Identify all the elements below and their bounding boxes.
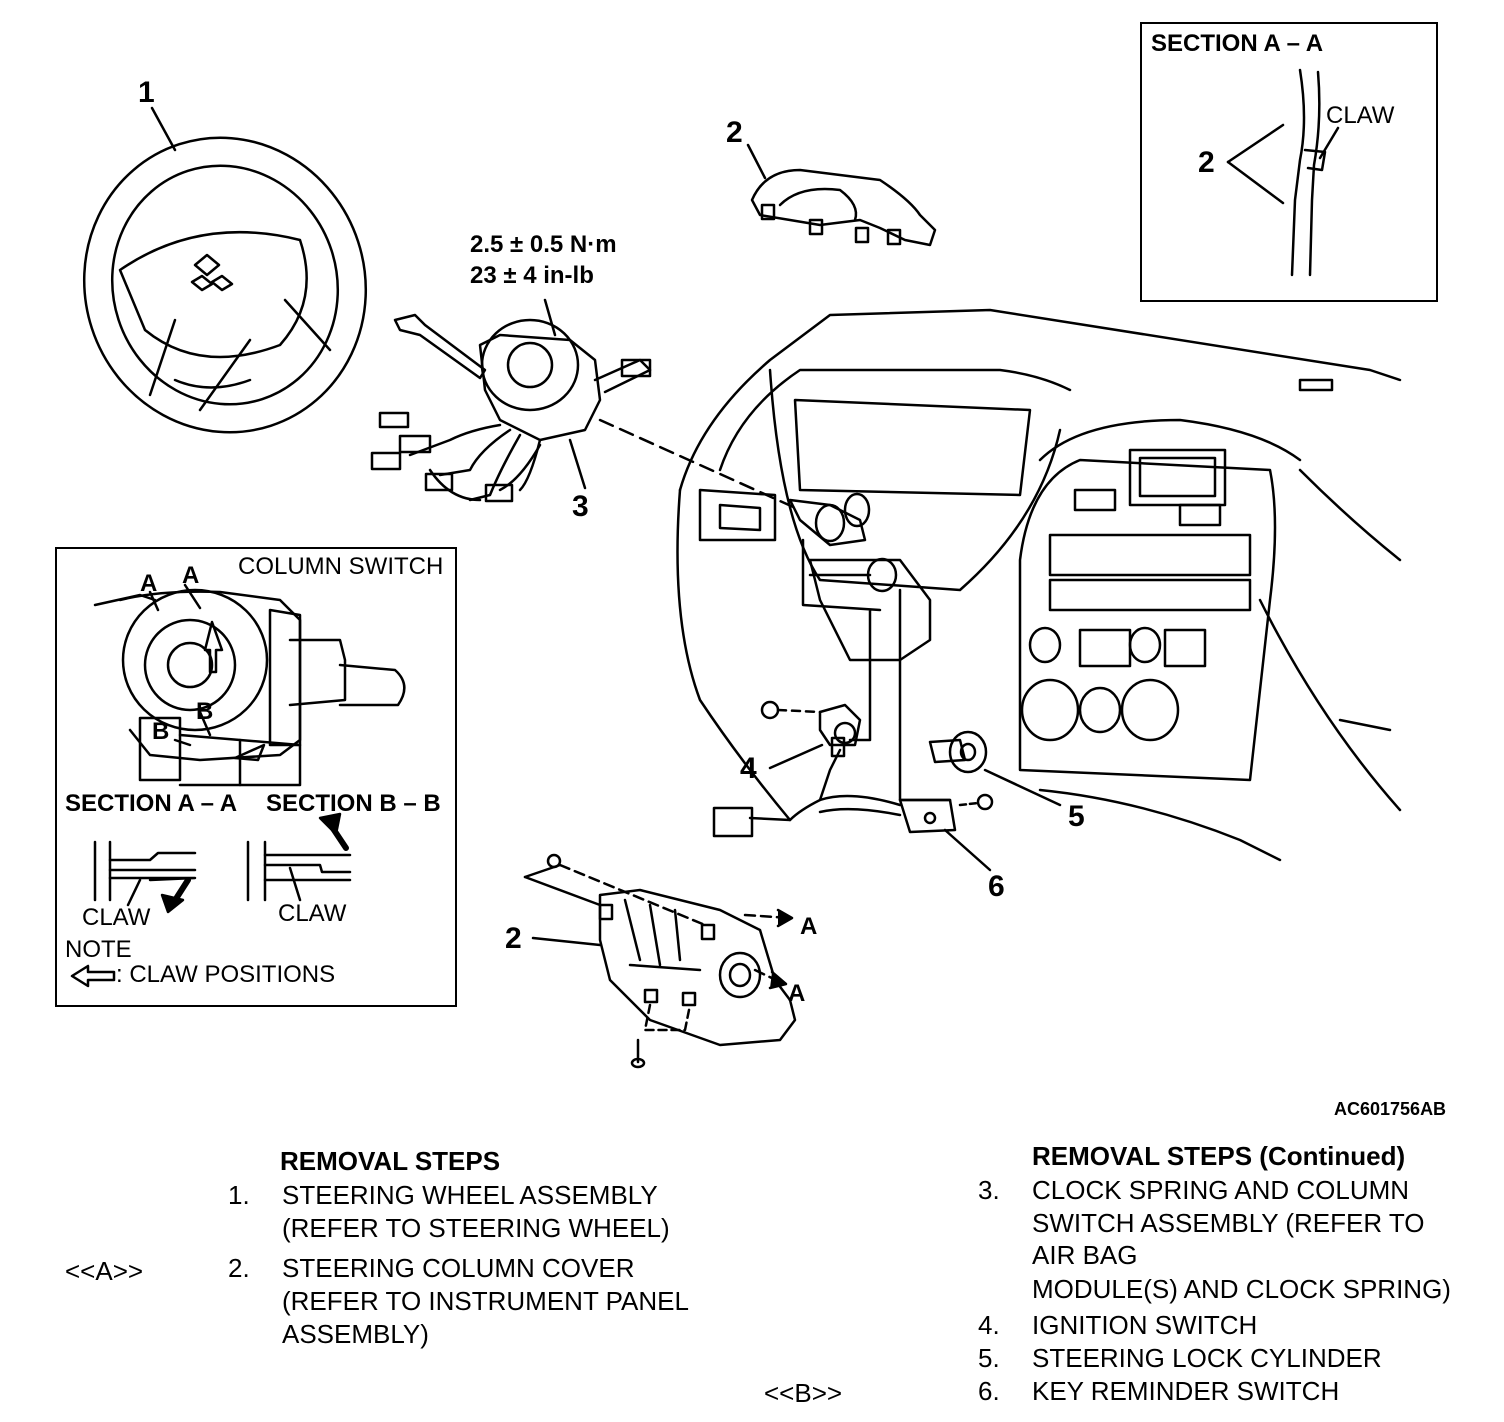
dashboard-drawing	[676, 308, 1402, 862]
column-switch-inset-drawing	[93, 583, 406, 787]
section-bb-label: SECTION B – B	[266, 790, 441, 817]
callout-3: 3	[572, 490, 589, 523]
claw-left-label: CLAW	[82, 904, 151, 931]
steering-column-drawing	[788, 492, 952, 802]
figure-code: AC601756AB	[1334, 1099, 1447, 1119]
section-aa-inset-title: SECTION A – A	[1151, 30, 1324, 57]
column-switch-title: COLUMN SWITCH	[238, 553, 444, 580]
key-reminder-switch-drawing	[712, 736, 994, 872]
column-switch-inset-frame	[55, 547, 457, 1007]
mark-b-right: B	[196, 698, 214, 725]
step-3-line-4: MODULE(S) AND CLOCK SPRING)	[1032, 1274, 1451, 1304]
mark-a-left: A	[140, 570, 158, 597]
mark-a-right: A	[182, 562, 200, 589]
steering-lock-cylinder-drawing	[928, 730, 1062, 807]
step-3-line-1: CLOCK SPRING AND COLUMN	[1032, 1175, 1410, 1205]
callout-1: 1	[138, 76, 155, 109]
claw-positions-legend: : CLAW POSITIONS	[116, 961, 336, 988]
step-2-reference: <<A>>	[65, 1256, 144, 1286]
upper-column-cover-drawing	[746, 143, 937, 247]
step-2-line-3: ASSEMBLY)	[282, 1319, 429, 1349]
step-5-text: STEERING LOCK CYLINDER	[1032, 1343, 1382, 1373]
step-1-number: 1.	[228, 1180, 250, 1210]
removal-steps-continued-heading: REMOVAL STEPS (Continued)	[1032, 1141, 1406, 1171]
steering-wheel-drawing	[82, 106, 368, 434]
column-switch-assembly-drawing	[370, 298, 802, 512]
step-2-line-1: STEERING COLUMN COVER	[282, 1253, 635, 1283]
note-label: NOTE	[65, 936, 132, 963]
section-aa-label: SECTION A – A	[65, 790, 238, 817]
step-2-number: 2.	[228, 1253, 250, 1283]
lower-column-cover-drawing	[523, 853, 797, 1069]
step-6-number: 6.	[978, 1376, 1000, 1406]
callout-2-lower-cover: 2	[505, 922, 522, 955]
step-6-text: KEY REMINDER SWITCH	[1032, 1376, 1340, 1406]
removal-steps-heading: REMOVAL STEPS	[280, 1146, 501, 1176]
step-4-text: IGNITION SWITCH	[1032, 1310, 1258, 1340]
claw-right-label: CLAW	[278, 900, 347, 927]
section-aa-inset-claw: CLAW	[1326, 102, 1395, 129]
cover-mark-a-lower: A	[788, 980, 806, 1007]
callout-2-upper-cover: 2	[726, 116, 743, 149]
claw-section-details-drawing	[70, 812, 352, 988]
step-3-line-3: AIR BAG	[1032, 1240, 1138, 1270]
section-aa-inset-callout-2: 2	[1198, 146, 1215, 179]
step-5-number: 5.	[978, 1343, 1000, 1373]
cover-mark-a-upper: A	[800, 913, 818, 940]
callout-4: 4	[740, 752, 757, 785]
ignition-switch-drawing	[760, 700, 862, 770]
section-aa-inset-drawing	[1226, 68, 1340, 277]
step-3-number: 3.	[978, 1175, 1000, 1205]
callout-6: 6	[988, 870, 1005, 903]
step-1-line-2: (REFER TO STEERING WHEEL)	[282, 1213, 670, 1243]
step-2-line-2: (REFER TO INSTRUMENT PANEL	[282, 1286, 689, 1316]
step-1-line-1: STEERING WHEEL ASSEMBLY	[282, 1180, 658, 1210]
step-4-number: 4.	[978, 1310, 1000, 1340]
mark-b-left: B	[152, 718, 170, 745]
torque-metric: 2.5 ± 0.5 N·m	[470, 231, 617, 258]
step-3-line-2: SWITCH ASSEMBLY (REFER TO	[1032, 1208, 1425, 1238]
callout-5: 5	[1068, 800, 1085, 833]
section-aa-inset-frame	[1140, 22, 1438, 302]
torque-imperial: 23 ± 4 in-lb	[470, 262, 594, 289]
step-6-reference: <<B>>	[764, 1378, 843, 1408]
